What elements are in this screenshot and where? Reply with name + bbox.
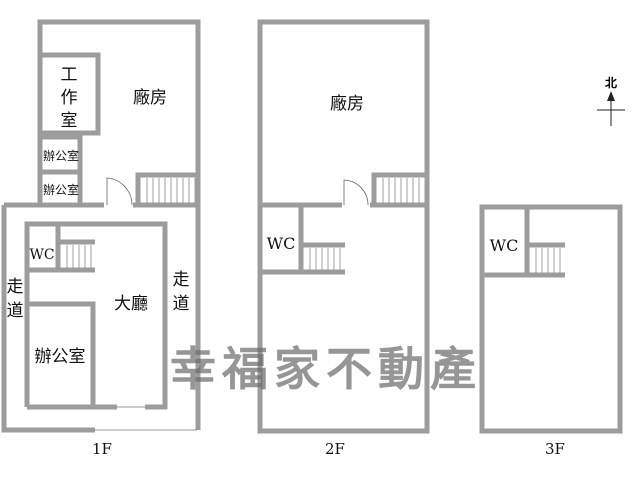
- room-label-corridor-left-1: 走: [7, 277, 24, 297]
- wall: [40, 134, 83, 205]
- floor-label-3f: 3F: [545, 440, 565, 458]
- room-label-workroom-3: 室: [61, 111, 78, 131]
- wall: [37, 52, 101, 136]
- stairs-wall: [135, 172, 198, 204]
- wall: [1, 205, 95, 433]
- watermark: 幸福家不動產: [170, 342, 482, 396]
- wall: [24, 221, 168, 410]
- stairs-wall: [371, 172, 427, 204]
- north-arrow-icon: 北: [597, 75, 625, 126]
- door: [343, 179, 369, 206]
- room-label-office-small-2: 辦公室: [43, 182, 79, 197]
- room-label-corridor-right-2: 道: [173, 294, 190, 314]
- wall: [27, 301, 96, 407]
- floor-label-1f: 1F: [92, 440, 112, 458]
- room-label-factory-1f: 廠房: [133, 87, 167, 108]
- room-label-workroom-1: 工: [61, 65, 78, 85]
- wall: [257, 19, 430, 434]
- wall: [479, 204, 623, 434]
- room-label-factory-2f: 廠房: [330, 93, 364, 114]
- wall: [482, 207, 565, 278]
- room-label-office: 辦公室: [35, 347, 86, 367]
- room-label-wc-3f: WC: [490, 236, 519, 255]
- room-label-wc-1f: WC: [29, 247, 54, 263]
- floor-3f-plan: [479, 204, 623, 434]
- room-label-corridor-left-2: 道: [7, 301, 24, 321]
- floor-2f-plan: [257, 19, 430, 434]
- room-label-office-small-1: 辦公室: [43, 148, 79, 163]
- room-label-corridor-right-1: 走: [173, 270, 190, 290]
- wall: [260, 205, 345, 275]
- floor-label-2f: 2F: [325, 440, 345, 458]
- room-label-wc-2f: WC: [267, 234, 296, 253]
- north-label: 北: [605, 75, 617, 90]
- door: [106, 177, 133, 206]
- floor-1f-plan: [1, 19, 201, 433]
- room-label-hall: 大廳: [114, 294, 148, 314]
- room-label-workroom-2: 作: [61, 88, 78, 108]
- wall: [27, 224, 95, 273]
- stair-treads: [66, 178, 561, 273]
